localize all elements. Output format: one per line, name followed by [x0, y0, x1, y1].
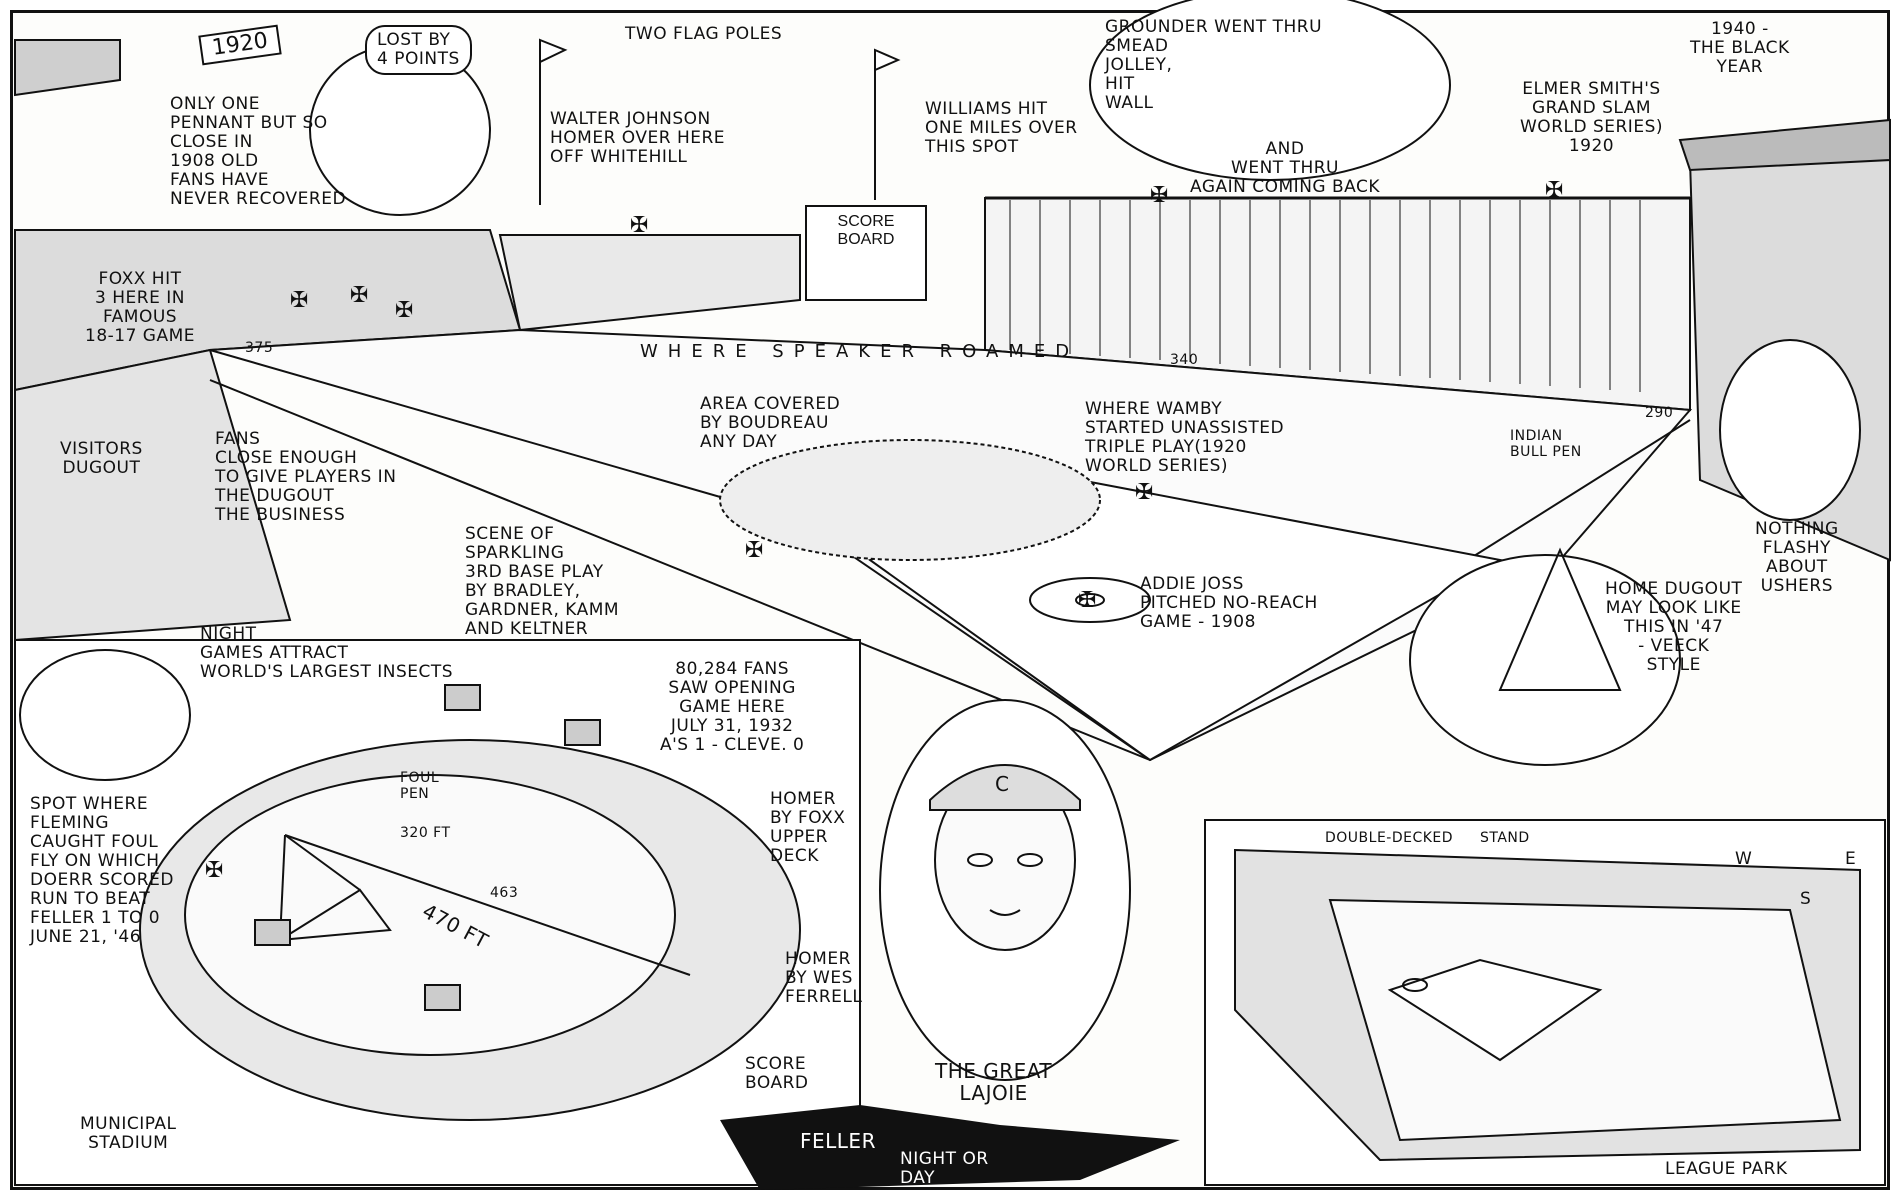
- two-flag-poles-label: TWO FLAG POLES: [625, 24, 783, 44]
- homer-foxx-label: HOMER BY FOXX UPPER DECK: [770, 789, 846, 866]
- stand-label: STAND: [1480, 830, 1530, 846]
- great-lajoie-label: THE GREAT LAJOIE: [935, 1059, 1053, 1105]
- x-mark-icon: ✠: [395, 298, 414, 323]
- third-base-label: SCENE OF SPARKLING 3RD BASE PLAY BY BRAD…: [465, 524, 620, 639]
- boudreau-label: AREA COVERED BY BOUDREAU ANY DAY: [700, 394, 841, 452]
- feller-streak: [720, 1105, 1180, 1190]
- distance-340: 340: [1170, 352, 1199, 368]
- williams-label: WILLIAMS HIT ONE MILES OVER THIS SPOT: [925, 99, 1078, 157]
- night-games-label: NIGHT GAMES ATTRACT WORLD'S LARGEST INSE…: [200, 624, 454, 682]
- feller-label: FELLER: [800, 1129, 876, 1153]
- distance-375: 375: [245, 340, 274, 356]
- flag-poles: [539, 38, 901, 205]
- compass-e: E: [1845, 849, 1857, 869]
- opening-game-label: 80,284 FANS SAW OPENING GAME HERE JULY 3…: [660, 659, 805, 755]
- walter-johnson-label: WALTER JOHNSON HOMER OVER HERE OFF WHITE…: [550, 109, 726, 167]
- home-dugout-label: HOME DUGOUT MAY LOOK LIKE THIS IN '47 - …: [1605, 579, 1743, 675]
- league-park-label: LEAGUE PARK: [1665, 1159, 1788, 1179]
- addie-joss-label: ADDIE JOSS PITCHED NO-REACH GAME - 1908: [1140, 574, 1318, 632]
- x-mark-icon: ✠: [205, 858, 224, 883]
- fans-close-label: FANS CLOSE ENOUGH TO GIVE PLAYERS IN THE…: [215, 429, 397, 525]
- compass-s: S: [1800, 889, 1812, 909]
- homer-ferrell-label: HOMER BY WES FERRELL: [785, 949, 863, 1007]
- score-board-bottom-label: SCORE BOARD: [745, 1054, 809, 1093]
- wamby-label: WHERE WAMBY STARTED UNASSISTED TRIPLE PL…: [1085, 399, 1285, 476]
- went-thru-label: AND WENT THRU AGAIN COMING BACK: [1190, 139, 1381, 197]
- only-one-pennant-label: ONLY ONE PENNANT BUT SO CLOSE IN 1908 OL…: [170, 94, 347, 209]
- municipal-stadium-label: MUNICIPAL STADIUM: [80, 1114, 177, 1153]
- playing-field: [209, 328, 1693, 762]
- night-or-day-label: NIGHT OR DAY: [900, 1149, 989, 1188]
- ft-463-label: 463: [490, 885, 519, 901]
- grounder-label: GROUNDER WENT THRU SMEAD JOLLEY, HIT WAL…: [1105, 17, 1323, 113]
- x-mark-icon: ✠: [1545, 178, 1564, 203]
- league-park-drawing: [1204, 819, 1886, 1186]
- x-mark-icon: ✠: [290, 288, 309, 313]
- x-mark-icon: ✠: [1150, 183, 1169, 208]
- where-speaker-roamed-label: WHERE SPEAKER ROAMED: [640, 341, 1080, 362]
- x-mark-icon: ✠: [630, 213, 649, 238]
- ft-320-label: 320 FT: [400, 825, 451, 841]
- indian-bull-pen-label: INDIAN BULL PEN: [1510, 428, 1582, 460]
- fleming-label: SPOT WHERE FLEMING CAUGHT FOUL FLY ON WH…: [30, 794, 174, 947]
- elmer-smith-label: ELMER SMITH'S GRAND SLAM WORLD SERIES) 1…: [1520, 79, 1663, 156]
- foxx-hit-label: FOXX HIT 3 HERE IN FAMOUS 18-17 GAME: [85, 269, 196, 346]
- lost-by-label: LOST BY 4 POINTS: [365, 25, 472, 75]
- lajoie-portrait: [879, 699, 1131, 1081]
- distance-290: 290: [1645, 405, 1674, 421]
- double-decked-label: DOUBLE-DECKED: [1325, 830, 1454, 846]
- x-mark-icon: ✠: [1135, 480, 1154, 505]
- x-mark-icon: ✠: [1078, 588, 1097, 613]
- x-mark-icon: ✠: [745, 538, 764, 563]
- thought-clouds: [19, 0, 1861, 781]
- municipal-stadium-drawing: [14, 639, 861, 1186]
- black-year-label: 1940 - THE BLACK YEAR: [1690, 19, 1790, 77]
- score-board-top: SCORE BOARD: [805, 205, 927, 301]
- x-mark-icon: ✠: [350, 283, 369, 308]
- compass-w: W: [1735, 849, 1753, 869]
- nothing-flashy-label: NOTHING FLASHY ABOUT USHERS: [1755, 519, 1839, 596]
- foul-pen-label: FOUL PEN: [400, 770, 440, 802]
- teepee-drawing: [1498, 547, 1622, 691]
- visitors-dugout-label: VISITORS DUGOUT: [60, 439, 143, 478]
- cap-letter: C: [995, 772, 1010, 796]
